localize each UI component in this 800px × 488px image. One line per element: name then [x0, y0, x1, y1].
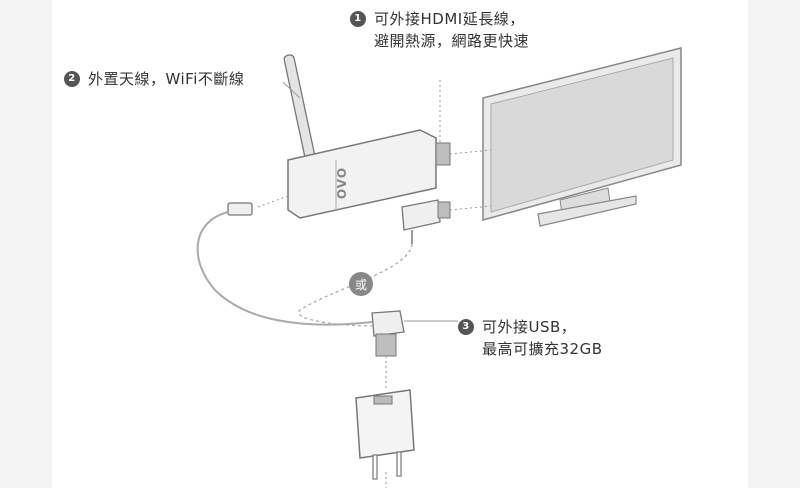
right-margin-band — [748, 0, 800, 488]
power-cable — [196, 195, 373, 326]
left-margin-band — [0, 0, 52, 488]
or-badge: 或 — [349, 272, 373, 296]
power-adapter — [355, 389, 415, 488]
callout-text-line: 可外接HDMI延長線， — [374, 10, 525, 28]
device-brand-label: OVO — [335, 166, 350, 200]
ovo-dongle — [283, 54, 451, 219]
tv-monitor — [482, 47, 682, 227]
hdmi-dotted-link — [449, 149, 492, 155]
callout-hdmi: 1 可外接HDMI延長線， 避開熱源，網路更快速 — [350, 8, 529, 52]
callout-text-line: 外置天線，WiFi不斷線 — [88, 70, 245, 88]
callout-antenna: 2 外置天線，WiFi不斷線 — [64, 68, 244, 90]
callout-number-badge: 1 — [350, 11, 366, 27]
usb-adapter-bottom — [371, 310, 458, 390]
callout-number-badge: 2 — [64, 71, 80, 87]
alternate-dashed-path — [298, 243, 413, 327]
callout-usb: 3 可外接USB， 最高可擴充32GB — [458, 316, 603, 360]
callout-number-badge: 3 — [458, 319, 474, 335]
callout-text-line: 最高可擴充32GB — [482, 340, 603, 358]
usb-adapter-top — [401, 199, 492, 244]
callout-2-leader — [282, 81, 301, 99]
callout-text-line: 可外接USB， — [482, 318, 577, 336]
callout-text-line: 避開熱源，網路更快速 — [374, 32, 530, 50]
